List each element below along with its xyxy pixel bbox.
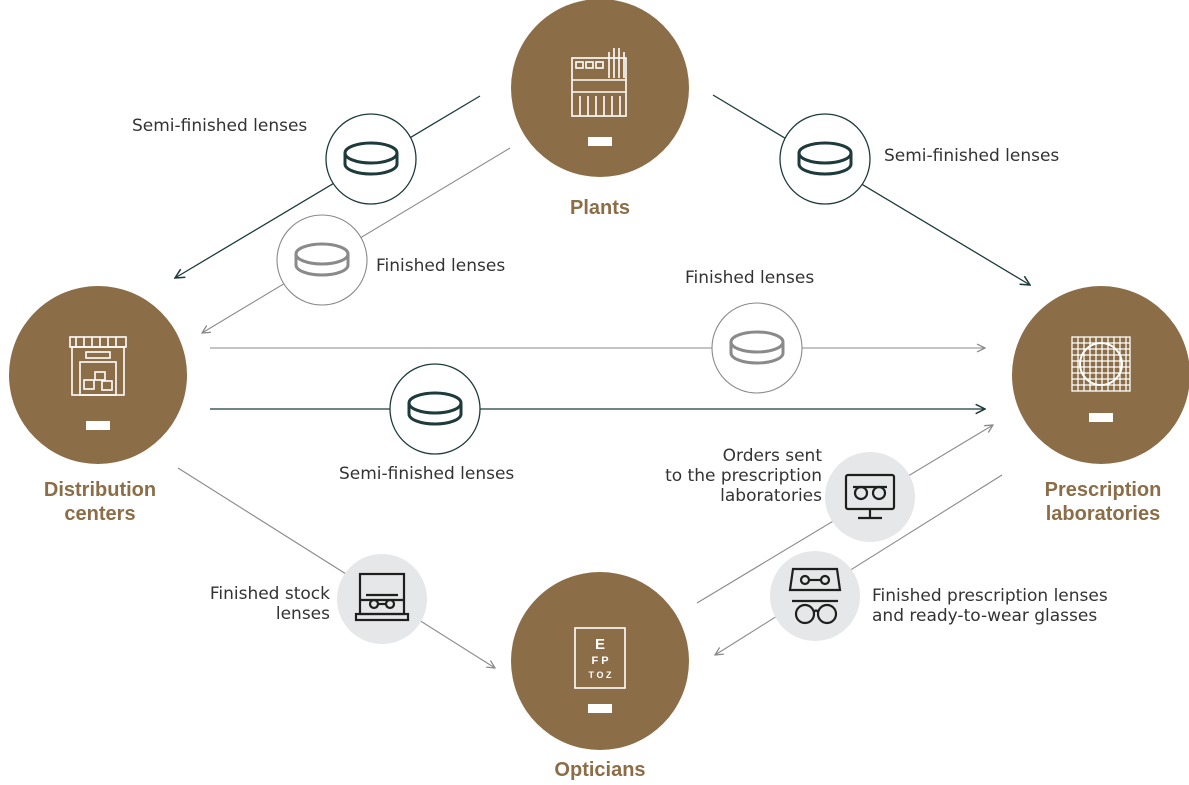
eye-chart-row1: E <box>595 636 605 653</box>
label-plants-distribution-semi: Semi-finished lenses <box>132 116 308 136</box>
eye-chart-icon: E F P T O Z <box>574 627 626 689</box>
prescription-laboratories-label: Prescription laboratories <box>1018 478 1188 526</box>
opticians-label: Opticians <box>554 759 646 781</box>
monitor-glasses-icon <box>825 452 915 542</box>
eye-chart-row2: F P <box>591 655 608 667</box>
stock-tray-icon <box>337 554 427 644</box>
node-plants <box>511 0 689 177</box>
label-distribution-labs-semi: Semi-finished lenses <box>339 464 515 484</box>
label-plants-distribution-finished: Finished lenses <box>376 256 506 276</box>
warehouse-icon <box>69 336 127 396</box>
finished-stock-line2: lenses <box>275 604 330 624</box>
edge-plants-labs-semi <box>712 94 1030 285</box>
plants-label: Plants <box>569 197 631 219</box>
semi-finished-lens-icon <box>779 113 871 205</box>
semi-finished-lens-icon <box>325 113 417 205</box>
label-orders-sent: Orders sent to the prescription laborato… <box>620 446 822 506</box>
orders-line3: laboratories <box>720 486 822 506</box>
lens-grid-icon <box>1071 336 1131 392</box>
node-distribution-centers <box>9 286 187 464</box>
node-prescription-laboratories <box>1012 286 1189 464</box>
eye-chart-row3: T O Z <box>589 670 612 680</box>
label-finished-prescription: Finished prescription lenses and ready-t… <box>872 586 1108 626</box>
edge-distribution-opticians-stock <box>177 467 495 668</box>
factory-icon <box>571 48 627 117</box>
semi-finished-lens-icon <box>389 363 481 455</box>
labs-label-line1: Prescription <box>1044 479 1162 501</box>
orders-line1: Orders sent <box>722 446 822 466</box>
distribution-label-line1: Distribution <box>43 479 157 501</box>
labs-badge <box>1089 413 1113 422</box>
finished-lens-icon <box>711 302 803 394</box>
plants-badge <box>588 137 612 146</box>
edge-plants-distribution-semi <box>175 95 481 278</box>
opticians-badge <box>588 704 612 713</box>
finished-prescription-line1: Finished prescription lenses <box>872 586 1108 606</box>
edge-labs-opticians-finished <box>715 474 1003 655</box>
finished-stock-line1: Finished stock <box>209 584 330 604</box>
label-plants-labs-semi: Semi-finished lenses <box>884 146 1060 166</box>
label-distribution-labs-finished: Finished lenses <box>685 268 815 288</box>
distribution-centers-label: Distribution centers <box>20 478 180 526</box>
finished-prescription-line2: and ready-to-wear glasses <box>872 606 1098 626</box>
distribution-label-line2: centers <box>64 503 136 525</box>
glasses-tray-icon <box>770 551 860 641</box>
finished-lens-icon <box>276 214 368 306</box>
label-finished-stock: Finished stock lenses <box>180 584 330 624</box>
orders-line2: to the prescription <box>665 466 822 486</box>
node-opticians: E F P T O Z <box>511 572 689 750</box>
labs-label-line2: laboratories <box>1045 503 1161 525</box>
distribution-badge <box>86 421 110 430</box>
